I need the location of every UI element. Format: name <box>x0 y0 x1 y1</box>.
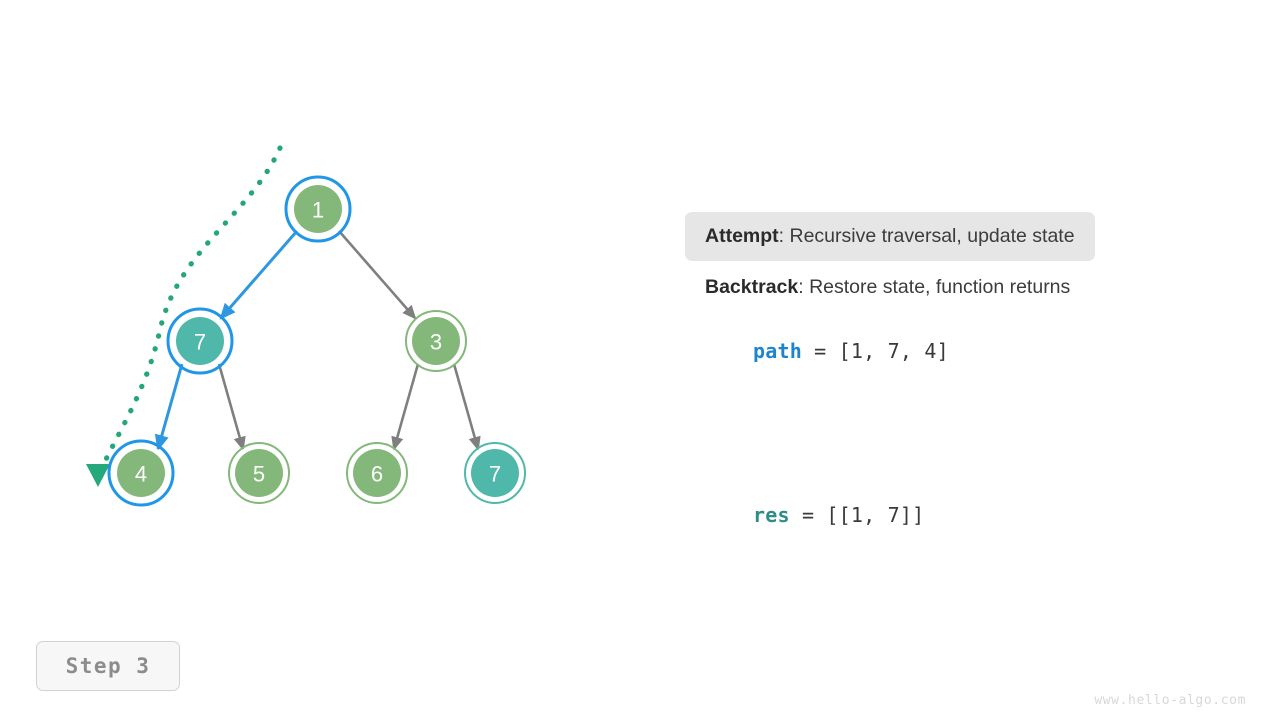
node-3-circle <box>412 317 460 365</box>
backtrack-text: : Restore state, function returns <box>798 276 1071 299</box>
edge-3-to-7 <box>452 363 481 451</box>
res-value: = [[1, 7]] <box>789 502 925 527</box>
tree-node-4[interactable]: 4 <box>107 439 175 507</box>
node-7-right-inner-ring <box>466 444 524 502</box>
node-1-inner-ring <box>289 180 347 238</box>
node-1-highlight-ring <box>284 175 352 243</box>
tree-node-1[interactable]: 1 <box>284 175 352 243</box>
node-5-circle <box>235 449 283 497</box>
node-4-inner-ring <box>112 444 170 502</box>
node-4-highlight-ring <box>107 439 175 507</box>
step-badge-label: Step 3 <box>65 654 151 678</box>
attempt-keyword: Attempt <box>705 225 779 247</box>
node-3-outer-ring <box>405 310 467 372</box>
node-4-circle <box>117 449 165 497</box>
tree-node-5[interactable]: 5 <box>228 442 290 504</box>
binary-tree-diagram: 1 7 3 4 5 <box>86 145 526 507</box>
watermark-text: www.hello-algo.com <box>1094 693 1246 708</box>
node-7-left-inner-ring <box>171 312 229 370</box>
edge-7-to-5 <box>217 363 246 451</box>
node-5-outer-ring <box>228 442 290 504</box>
path-variable-name: path <box>752 338 802 363</box>
tree-edges <box>154 230 481 452</box>
node-1-circle <box>294 185 342 233</box>
tree-node-6[interactable]: 6 <box>346 442 408 504</box>
node-6-inner-ring <box>348 444 406 502</box>
node-7-right-circle <box>471 449 519 497</box>
node-6-outer-ring <box>346 442 408 504</box>
res-variable-name: res <box>752 502 790 527</box>
node-3-inner-ring <box>407 312 465 370</box>
node-6-circle <box>353 449 401 497</box>
info-panel: Attempt: Recursive traversal, update sta… <box>685 212 1245 551</box>
watermark: www.hello-algo.com <box>1094 693 1246 708</box>
tree-node-7-left[interactable]: 7 <box>166 307 234 375</box>
node-7-left-circle <box>176 317 224 365</box>
tree-node-7-right[interactable]: 7 <box>464 442 526 504</box>
node-5-inner-ring <box>230 444 288 502</box>
tree-nodes: 1 7 3 4 5 <box>107 175 526 507</box>
node-7-left-highlight-ring <box>166 307 234 375</box>
recursion-path-dotted-curve <box>86 145 283 487</box>
attempt-row: Attempt: Recursive traversal, update sta… <box>685 212 1095 262</box>
path-value: = [1, 7, 4] <box>801 338 949 363</box>
recursion-path-arrowhead <box>86 464 110 487</box>
edge-3-to-6 <box>391 363 420 451</box>
node-7-right-outer-ring <box>464 442 526 504</box>
attempt-text: : Recursive traversal, update state <box>778 225 1075 247</box>
tree-node-3[interactable]: 3 <box>405 310 467 372</box>
res-state-line: res = [[1, 7]] <box>685 479 1245 551</box>
backtrack-keyword: Backtrack <box>705 276 799 299</box>
edge-1-to-3 <box>338 230 417 320</box>
backtrack-row: Backtrack: Restore state, function retur… <box>685 270 1245 300</box>
edge-1-to-7 <box>219 230 299 320</box>
path-state-line: path = [1, 7, 4] <box>685 315 1245 387</box>
step-badge: Step 3 <box>36 641 180 691</box>
edge-7-to-4 <box>154 363 184 452</box>
